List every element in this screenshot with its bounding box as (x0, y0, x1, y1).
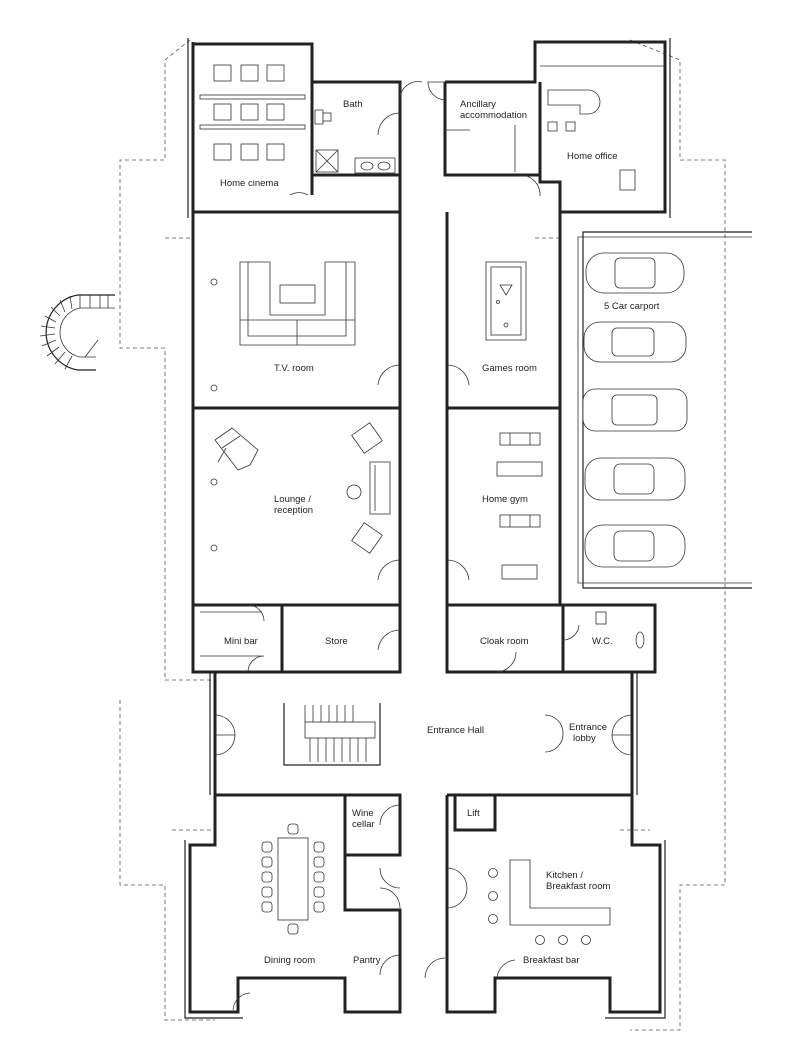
doors (214, 81, 633, 1011)
label-home-gym: Home gym (482, 494, 528, 505)
gym-equipment (496, 432, 543, 580)
label-games-room: Games room (482, 363, 537, 374)
mini-bar-fixtures (200, 611, 645, 657)
label-dining-room: Dining room (264, 955, 315, 966)
dining-table (261, 823, 325, 935)
label-store: Store (325, 636, 348, 647)
cinema-seats (199, 64, 306, 161)
label-entrance-lobby-1: Entrance (569, 722, 607, 733)
label-ancillary-2: accommodation (460, 110, 527, 121)
label-tv-room: T.V. room (274, 363, 314, 374)
label-breakfast-bar: Breakfast bar (523, 955, 580, 966)
label-wine-cellar-2: cellar (352, 819, 375, 830)
car-icon-1 (585, 252, 685, 294)
label-wine-cellar-1: Wine (352, 808, 374, 819)
carport (577, 231, 752, 589)
bath-fixtures (314, 109, 396, 174)
car-icon-2 (583, 321, 687, 363)
label-lift: Lift (467, 808, 480, 819)
label-entrance-hall: Entrance Hall (427, 725, 484, 736)
room-labels: Home cinema Bath Ancillary accommodation… (220, 99, 660, 966)
kitchen-counter (488, 859, 611, 945)
lounge-furniture (210, 422, 391, 554)
spiral-staircase (39, 294, 115, 371)
pool-table (485, 261, 527, 341)
label-entrance-lobby-2: lobby (573, 733, 596, 744)
label-pantry: Pantry (353, 955, 381, 966)
staircase-icon (283, 703, 381, 766)
car-icon-3 (582, 388, 688, 432)
car-icon-5 (584, 524, 686, 568)
tv-room-sofa (210, 261, 356, 392)
label-ancillary-1: Ancillary (460, 99, 496, 110)
label-lounge-2: reception (274, 505, 313, 516)
label-home-office: Home office (567, 151, 618, 162)
label-mini-bar: Mini bar (224, 636, 258, 647)
office-furniture (445, 65, 665, 191)
terrace-outline (119, 39, 726, 1031)
label-home-cinema: Home cinema (220, 178, 279, 189)
car-icon-4 (584, 457, 686, 501)
label-lounge-1: Lounge / (274, 494, 311, 505)
label-kitchen-1: Kitchen / (546, 870, 583, 881)
label-cloak-room: Cloak room (480, 636, 529, 647)
label-bath: Bath (343, 99, 363, 110)
label-wc: W.C. (592, 636, 613, 647)
label-kitchen-2: Breakfast room (546, 881, 610, 892)
label-carport: 5 Car carport (604, 301, 660, 312)
